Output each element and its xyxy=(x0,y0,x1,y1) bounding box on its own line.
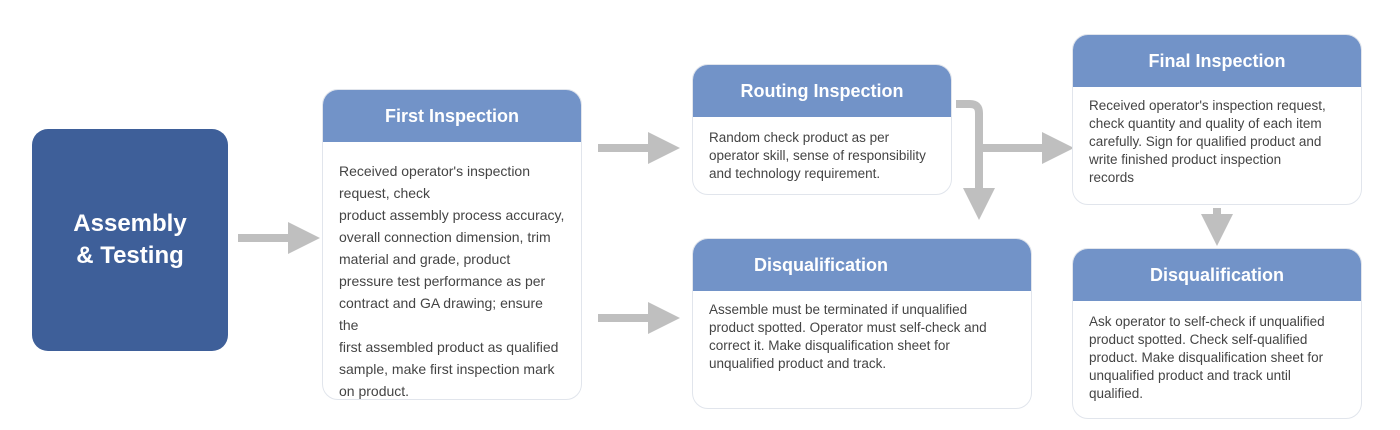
text-line: product assembly process accuracy, xyxy=(339,207,565,223)
text-line: sample, make first inspection mark xyxy=(339,361,555,377)
routing-inspection-card: Routing Inspection Random check product … xyxy=(692,64,952,195)
routing-inspection-title: Routing Inspection xyxy=(693,65,951,117)
first-inspection-text: Received operator's inspection request, … xyxy=(323,142,581,399)
text-line: check quantity and quality of each item xyxy=(1089,116,1322,131)
text-line: Received operator's inspection request, xyxy=(1089,98,1326,113)
text-line: write finished product inspection xyxy=(1089,152,1282,167)
disqualification-right-title: Disqualification xyxy=(1073,249,1361,301)
text-line: Assemble must be terminated if unqualifi… xyxy=(709,302,968,317)
text-line: correct it. Make disqualification sheet … xyxy=(709,338,950,353)
disqualification-right-text: Ask operator to self-check if unqualifie… xyxy=(1073,301,1361,403)
disqualification-middle-title: Disqualification xyxy=(693,239,1031,291)
text-line: carefully. Sign for qualified product an… xyxy=(1089,134,1322,149)
disqualification-middle-card: Disqualification Assemble must be termin… xyxy=(692,238,1032,409)
text-line: unqualified product and track until xyxy=(1089,368,1291,383)
start-title-line1: Assembly xyxy=(73,210,187,237)
first-inspection-title: First Inspection xyxy=(323,90,581,142)
text-line: contract and GA drawing; ensure the xyxy=(339,295,543,333)
text-line: material and grade, product xyxy=(339,251,511,267)
first-inspection-card: First Inspection Received operator's ins… xyxy=(322,89,582,400)
text-line: unqualified product and track. xyxy=(709,356,887,371)
text-line: product spotted. Check self-qualified xyxy=(1089,332,1308,347)
text-line: pressure test performance as per xyxy=(339,273,546,289)
text-line: product. Make disqualification sheet for xyxy=(1089,350,1324,365)
text-line: and technology requirement. xyxy=(709,166,881,181)
text-line: qualified. xyxy=(1089,386,1144,401)
text-line: Received operator's inspection xyxy=(339,163,531,179)
assembly-testing-box: Assembly & Testing xyxy=(32,129,228,351)
text-line: on product. xyxy=(339,383,410,399)
start-title-line2: & Testing xyxy=(76,242,184,269)
arrow-routing-to-disqualification xyxy=(956,100,995,220)
text-line: operator skill, sense of responsibility xyxy=(709,148,926,163)
text-line: first assembled product as qualified xyxy=(339,339,559,355)
text-line: overall connection dimension, trim xyxy=(339,229,551,245)
final-inspection-title: Final Inspection xyxy=(1073,35,1361,87)
text-line: Ask operator to self-check if unqualifie… xyxy=(1089,314,1325,329)
disqualification-right-card: Disqualification Ask operator to self-ch… xyxy=(1072,248,1362,419)
disqualification-middle-text: Assemble must be terminated if unqualifi… xyxy=(693,291,1031,373)
text-line: request, check xyxy=(339,185,431,201)
text-line: records xyxy=(1089,170,1135,185)
routing-inspection-text: Random check product as per operator ski… xyxy=(693,117,951,183)
final-inspection-text: Received operator's inspection request, … xyxy=(1073,87,1361,187)
text-line: product spotted. Operator must self-chec… xyxy=(709,320,987,335)
final-inspection-card: Final Inspection Received operator's ins… xyxy=(1072,34,1362,205)
text-line: Random check product as per xyxy=(709,130,890,145)
